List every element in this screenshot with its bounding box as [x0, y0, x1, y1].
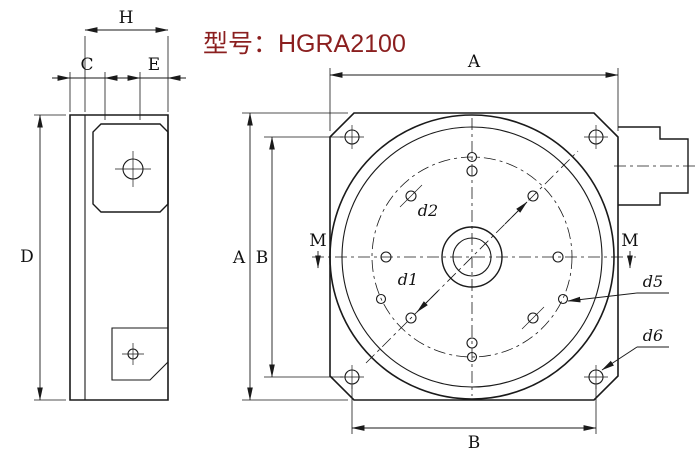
bolt-hole-ticks [399, 184, 545, 330]
side-shaft-boss [92, 123, 169, 213]
dim-Atop-label: A [467, 52, 481, 72]
dim-H-label: H [119, 8, 134, 28]
front-body-outline [329, 112, 619, 401]
model-title: 型号：HGRA2100 [203, 30, 406, 58]
d6-label: d6 [643, 326, 663, 345]
dim-C-label: C [80, 55, 93, 75]
side-view [69, 114, 169, 401]
bolt-hole [405, 190, 417, 202]
d1-label: d1 [398, 270, 418, 289]
bolt-hole [527, 190, 539, 202]
d2-label: d2 [418, 201, 438, 220]
section-mark-left: M [309, 231, 327, 269]
dim-Aleft-extension-lines [242, 112, 348, 401]
side-view-dimensions: H C E D [20, 8, 186, 401]
dim-E-label: E [148, 55, 160, 75]
dim-Bbottom-label: B [468, 433, 481, 453]
bolt-hole-circle-group [380, 165, 564, 349]
dim-D-label: D [20, 247, 34, 267]
dim-Aleft-label: A [232, 248, 246, 268]
side-shaft-hole-crosshair [115, 151, 151, 187]
dim-D-extension-lines [34, 114, 66, 401]
side-bottom-hole-crosshair [122, 343, 144, 365]
d2-leader-arrow [504, 201, 528, 225]
side-bottom-block [111, 327, 169, 381]
bolt-hole [527, 312, 539, 324]
dim-Bleft-extension-lines [264, 136, 343, 378]
side-body-outline [69, 114, 169, 401]
d5-leader-arrow [567, 292, 638, 303]
d5-label: d5 [643, 272, 663, 291]
dim-H-extension-lines [84, 36, 169, 112]
front-view-dimensions: A A B B M M d2 [232, 52, 669, 453]
dim-Bbottom-extension-lines [351, 385, 597, 434]
pitch-hole-lower-left [375, 293, 387, 305]
d6-leader-arrow [601, 346, 638, 371]
section-M-left-label: M [309, 231, 326, 251]
d1-leader-arrow [416, 290, 439, 313]
dim-Atop-extension-lines [329, 68, 619, 131]
section-mark-right: M [621, 231, 639, 269]
dim-CE-extension-lines [69, 72, 141, 120]
corner-hole-crosshairs [340, 125, 608, 389]
pitch-hole-lower-right [557, 293, 569, 305]
diagonal-centerline [365, 150, 579, 364]
front-view [312, 112, 697, 401]
bolt-hole [405, 312, 417, 324]
dim-Bleft-label: B [256, 248, 269, 268]
section-M-right-label: M [621, 231, 638, 251]
